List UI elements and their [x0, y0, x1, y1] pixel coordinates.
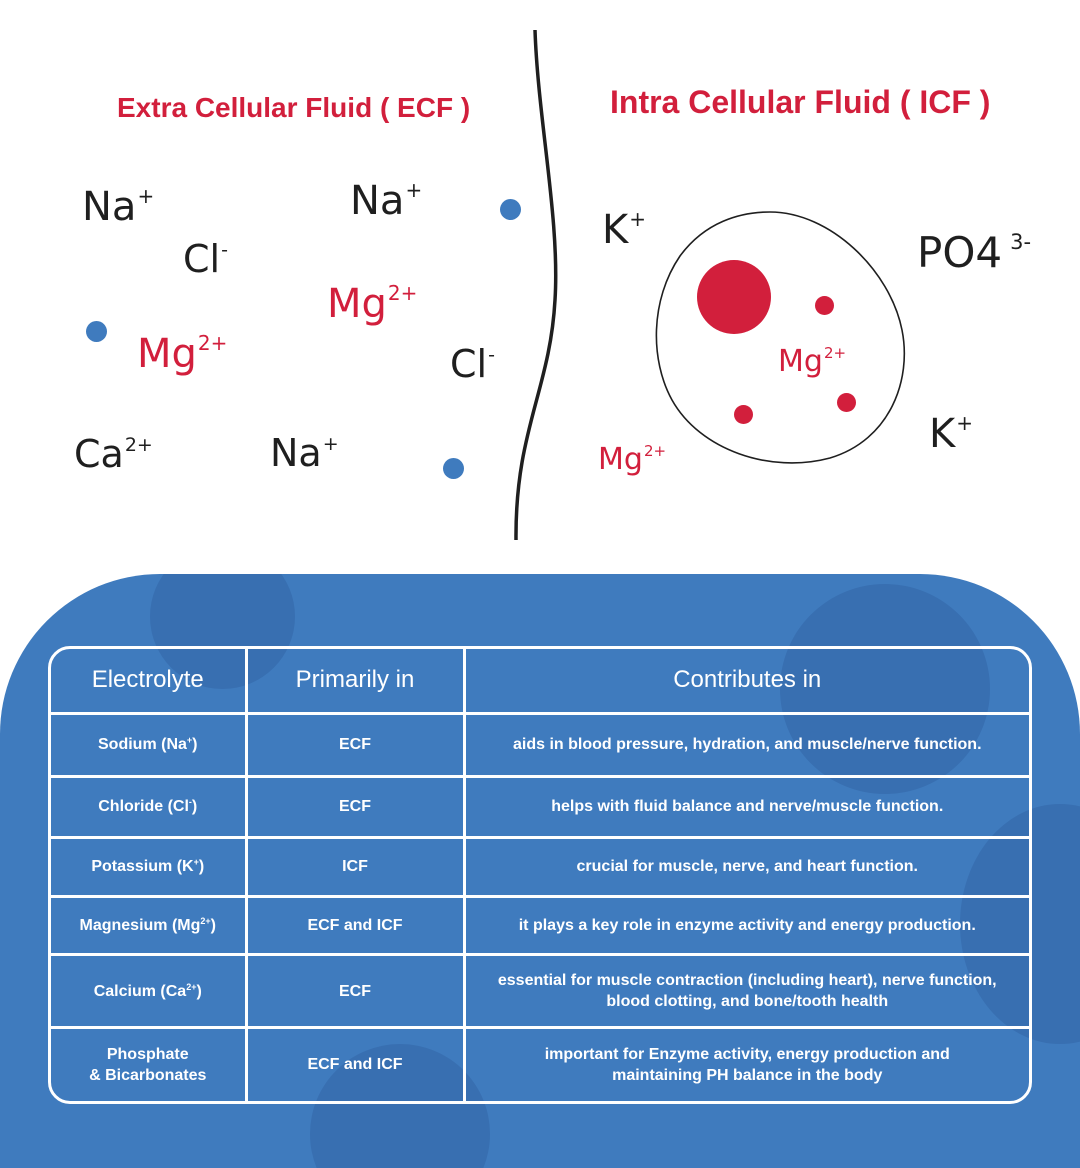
cell-outline: [655, 211, 906, 464]
table-row: Chloride (Cl-) ECF helps with fluid bala…: [51, 774, 1029, 839]
electrolyte-role: aids in blood pressure, hydration, and m…: [462, 711, 1029, 778]
electrolyte-role: crucial for muscle, nerve, and heart fun…: [462, 835, 1029, 898]
electrolyte-location: ICF: [244, 835, 466, 898]
icf-title: Intra Cellular Fluid ( ICF ): [610, 84, 991, 120]
cell-membrane-line: [514, 29, 558, 541]
header-primarily-in: Primarily in: [244, 649, 466, 715]
icf-ion-mg-inside: Mg2+: [778, 343, 847, 379]
electrolyte-name: Phosphate & Bicarbonates: [51, 1026, 248, 1101]
table-row: Magnesium (Mg2+) ECF and ICF it plays a …: [51, 894, 1029, 957]
electrolyte-role: important for Enzyme activity, energy pr…: [462, 1026, 1029, 1101]
ecf-ion-mg-2: Mg2+: [137, 331, 228, 377]
ecf-ion-na-2: Na+: [350, 178, 423, 224]
electrolyte-role: helps with fluid balance and nerve/muscl…: [462, 774, 1029, 839]
electrolyte-table: Electrolyte Primarily in Contributes in …: [48, 646, 1032, 1104]
table-row: Calcium (Ca2+) ECF essential for muscle …: [51, 953, 1029, 1030]
ecf-dot: [500, 199, 521, 220]
ecf-dot: [443, 458, 464, 479]
ecf-title: Extra Cellular Fluid ( ECF ): [117, 92, 471, 123]
membrane-diagram: [514, 29, 906, 541]
icf-ion-k-2: K+: [929, 411, 973, 457]
table-header-row: Electrolyte Primarily in Contributes in: [51, 649, 1029, 715]
electrolyte-role: it plays a key role in enzyme activity a…: [462, 894, 1029, 957]
ecf-ion-na-3: Na+: [270, 431, 339, 475]
header-electrolyte: Electrolyte: [51, 649, 248, 715]
electrolyte-name: Magnesium (Mg2+): [51, 894, 248, 957]
icf-ion-mg-outside: Mg2+: [598, 441, 667, 477]
electrolyte-name: Sodium (Na+): [51, 711, 248, 778]
ecf-ion-cl-1: Cl-: [183, 237, 228, 281]
header-contributes-in: Contributes in: [462, 649, 1029, 715]
electrolyte-name: Chloride (Cl-): [51, 774, 248, 839]
electrolyte-location: ECF and ICF: [244, 894, 466, 957]
cell-dot: [837, 393, 856, 412]
electrolyte-location: ECF and ICF: [244, 1026, 466, 1101]
cell-nucleus: [697, 260, 771, 334]
ecf-ion-ca: Ca2+: [74, 432, 153, 476]
ecf-dot: [86, 321, 107, 342]
ecf-ion-na-1: Na+: [82, 184, 155, 230]
ecf-ion-cl-2: Cl-: [450, 342, 495, 386]
cell-dot: [815, 296, 834, 315]
electrolyte-name: Calcium (Ca2+): [51, 953, 248, 1030]
ecf-ion-mg-1: Mg2+: [327, 281, 418, 327]
table-row: Phosphate & Bicarbonates ECF and ICF imp…: [51, 1026, 1029, 1101]
electrolyte-location: ECF: [244, 953, 466, 1030]
electrolyte-role: essential for muscle contraction (includ…: [462, 953, 1029, 1030]
table-row: Sodium (Na+) ECF aids in blood pressure,…: [51, 711, 1029, 778]
electrolyte-location: ECF: [244, 774, 466, 839]
electrolyte-location: ECF: [244, 711, 466, 778]
electrolyte-name: Potassium (K+): [51, 835, 248, 898]
icf-ion-k-1: K+: [602, 207, 646, 253]
table-row: Potassium (K+) ICF crucial for muscle, n…: [51, 835, 1029, 898]
cell-dot: [734, 405, 753, 424]
